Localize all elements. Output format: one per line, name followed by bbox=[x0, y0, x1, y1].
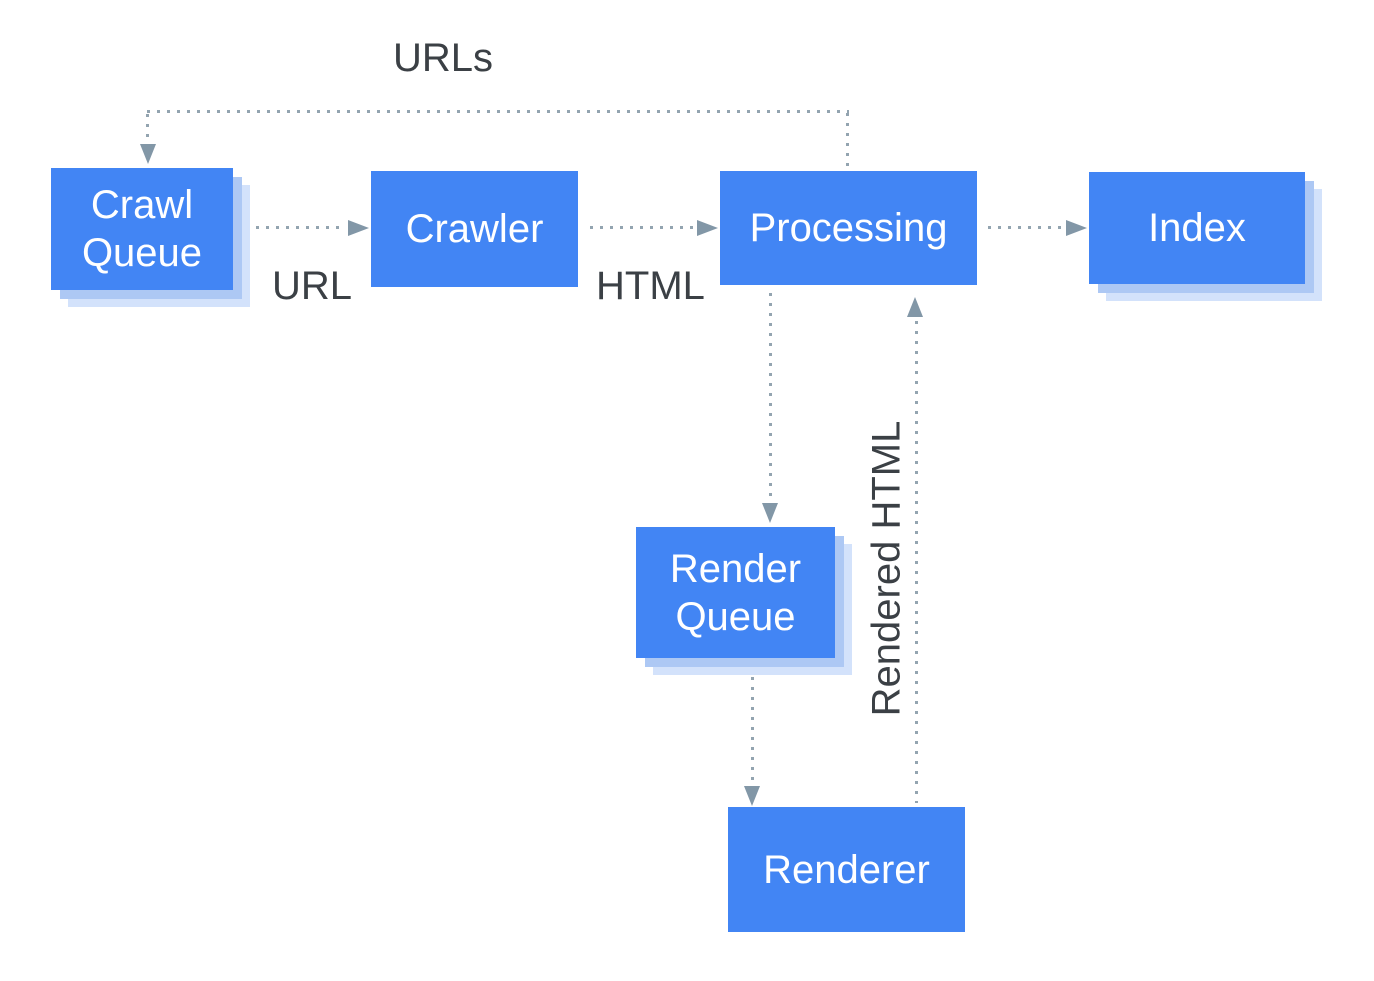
node-index: Index bbox=[1089, 172, 1305, 284]
node-label: Processing bbox=[749, 206, 948, 250]
node-crawl-queue: Crawl Queue bbox=[51, 168, 233, 290]
edge-line bbox=[915, 321, 918, 803]
node-label: Renderer bbox=[763, 847, 930, 892]
edge-label-rendered-html: Rendered HTML bbox=[864, 420, 909, 717]
node-label: Render Queue bbox=[669, 546, 802, 639]
arrowhead-down-icon bbox=[762, 503, 778, 523]
edge-line-top-horizontal bbox=[147, 110, 849, 113]
node-label: Crawl Queue bbox=[81, 183, 203, 275]
edge-line bbox=[988, 226, 1064, 229]
node-renderer: Renderer bbox=[728, 807, 965, 932]
arrowhead-up-icon bbox=[907, 297, 923, 317]
arrowhead-down-icon bbox=[744, 786, 760, 806]
edge-label-url: URL bbox=[272, 264, 353, 308]
edge-line bbox=[590, 226, 696, 229]
arrowhead-right-icon bbox=[348, 220, 369, 236]
node-render-queue: Render Queue bbox=[636, 527, 835, 658]
arrowhead-right-icon bbox=[697, 220, 718, 236]
node-label: Index bbox=[1148, 206, 1246, 250]
edge-label-html: HTML bbox=[596, 264, 705, 308]
node-processing: Processing bbox=[720, 171, 977, 285]
edge-label-urls: URLs bbox=[393, 36, 494, 80]
arrowhead-down-icon bbox=[140, 144, 156, 164]
arrowhead-right-icon bbox=[1066, 220, 1087, 236]
edge-line bbox=[246, 226, 346, 229]
node-label: Crawler bbox=[405, 207, 544, 251]
node-crawler: Crawler bbox=[371, 171, 578, 287]
edge-line bbox=[769, 293, 772, 501]
edge-line-processing-top-vertical bbox=[846, 113, 849, 166]
edge-line bbox=[751, 667, 754, 785]
edge-line-crawl-queue-top-vertical bbox=[146, 114, 149, 144]
